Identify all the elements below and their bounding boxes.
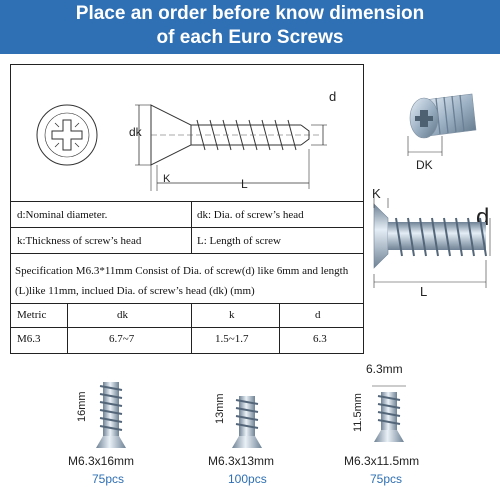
dk-head-label: DK (416, 158, 433, 172)
screw-technical-drawing: dk d K L (11, 65, 363, 202)
definition-L: L: Length of screw (197, 235, 281, 247)
table-header-metric: Metric (17, 309, 47, 321)
title-line-1: Place an order before know dimension (75, 3, 425, 24)
definition-k: k:Thickness of screw’s head (17, 235, 142, 247)
product-name-16mm: M6.3x16mm (68, 454, 135, 468)
product-qty-16mm: 75pcs (92, 472, 125, 486)
pozidriv-head-icon (36, 104, 98, 166)
table-cell-d: 6.3 (313, 333, 327, 345)
dimension-16mm: 16mm (76, 391, 88, 422)
screw-16mm-photo (96, 382, 126, 448)
screw-13mm-photo (232, 396, 262, 448)
side-k-label: K (372, 186, 381, 201)
table-cell-dk: 6.7~7 (109, 333, 135, 345)
table-header-d: d (315, 309, 321, 321)
screw-drawing-svg (36, 104, 327, 191)
side-L-label: L (420, 284, 428, 299)
d-label: d (329, 89, 337, 104)
product-qty-13mm: 100pcs (228, 472, 267, 486)
dimension-table: dk d K L d:Nominal diameter. dk: Dia. of… (10, 64, 364, 354)
product-name-13mm: M6.3x13mm (208, 454, 275, 468)
definition-dk: dk: Dia. of screw’s head (197, 209, 304, 221)
specification-text: Specification M6.3*11mm Consist of Dia. … (15, 265, 349, 297)
product-qty-11-5mm: 75pcs (370, 472, 403, 486)
table-header-dk: dk (117, 309, 128, 321)
dimension-11-5mm: 11.5mm (352, 393, 364, 432)
title-line-2: of each Euro Screws (156, 27, 344, 48)
dimension-13mm: 13mm (214, 393, 226, 424)
table-cell-metric: M6.3 (17, 333, 41, 345)
L-label: L (241, 177, 248, 191)
table-cell-k: 1.5~1.7 (215, 333, 249, 345)
dk-dimension-lines (407, 136, 443, 156)
screw-side-photo (373, 198, 491, 288)
screw-head-photo (409, 93, 477, 139)
dimension-6-3mm: 6.3mm (366, 362, 403, 376)
k-label: K (163, 173, 171, 185)
table-header-k: k (229, 309, 235, 321)
definition-d: d:Nominal diameter. (17, 209, 108, 221)
dk-label: dk (129, 125, 142, 139)
screw-side-view (150, 104, 321, 166)
screw-11-5mm-photo (372, 385, 406, 442)
product-name-11-5mm: M6.3x11.5mm (344, 454, 420, 468)
title-banner: Place an order before know dimension of … (0, 0, 500, 54)
